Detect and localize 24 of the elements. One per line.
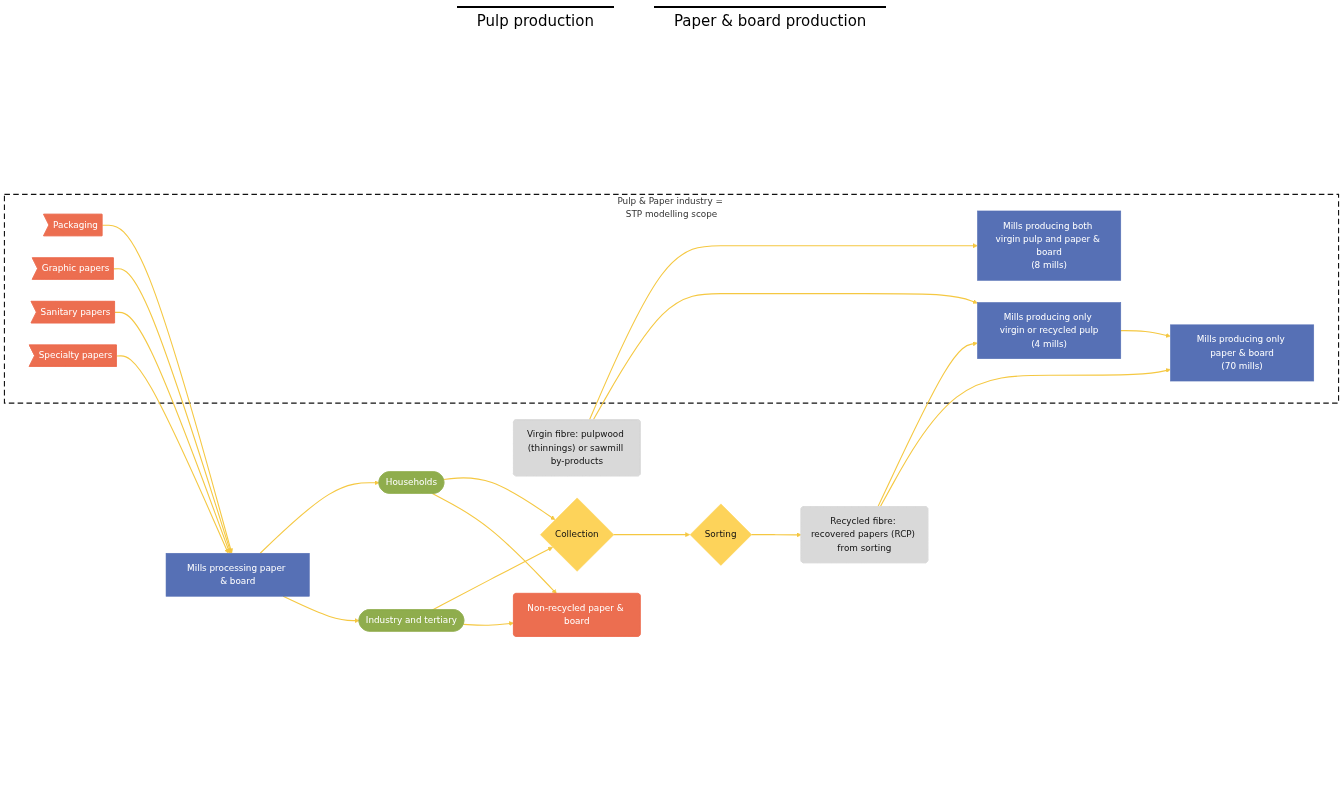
arrow [443,476,556,520]
arrow [877,341,978,507]
arrow [113,267,232,554]
node-box: Mills producing only paper & board (70 mills) [1170,324,1315,381]
arrow [592,292,978,421]
arrow [613,531,691,537]
node-box: Mills producing both virgin pulp and paper & board (8 mills) [977,210,1122,281]
arrow [750,532,802,537]
arrow [282,595,360,623]
node-box: Mills processing paper & board [165,552,310,597]
bracket-label: Pulp production [456,6,614,30]
node-box: Mills producing only virgin or recycled pulp (4 mills) [977,301,1122,359]
node-diamond: Sorting [689,503,752,566]
arrow [114,311,231,554]
arrow [431,492,557,594]
node-diamond: Collection [540,497,615,572]
bracket-label: Paper & board production [653,6,887,30]
arrow [116,354,229,554]
arrow [462,620,514,626]
arrow [588,242,978,421]
arrow [879,367,1171,507]
arrow [101,224,233,554]
arrow [1120,329,1171,338]
arrow [259,479,380,554]
